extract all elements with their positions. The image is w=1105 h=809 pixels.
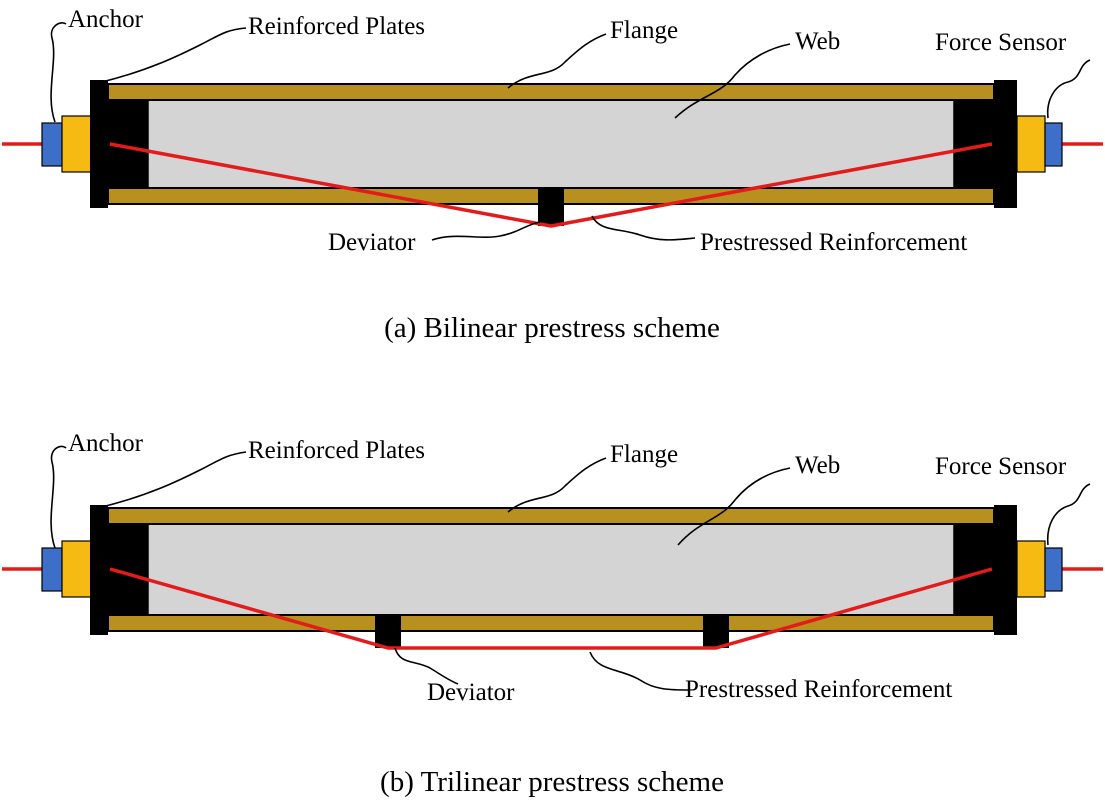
reinforced-plates-leader (101, 451, 247, 508)
prestressed-reinforcement-line (109, 567, 993, 650)
force-sensor-label: Force Sensor (935, 453, 1067, 480)
flange-label: Flange (610, 17, 678, 44)
right-end-plate (994, 505, 1017, 635)
anchor-icon (41, 122, 63, 167)
web-leader (677, 467, 791, 546)
deviator-leader (394, 647, 459, 685)
top-flange (107, 507, 995, 525)
web-label: Web (795, 452, 840, 479)
flange-leader (507, 457, 607, 513)
web-label: Web (795, 28, 840, 55)
anchor-block (61, 115, 93, 173)
bottom-flange (107, 614, 995, 632)
deviator-block-right (703, 615, 729, 648)
deviator-label: Deviator (427, 679, 515, 706)
bilinear-scheme: Anchor Reinforced Plates Flange Web Forc… (2, 6, 1103, 344)
web (147, 523, 955, 616)
force-sensor-icon (1016, 540, 1046, 598)
web-leader (674, 43, 791, 119)
force-sensor-icon (1016, 115, 1046, 173)
caption-bilinear: (a) Bilinear prestress scheme (384, 312, 720, 344)
reinforced-plates-leader (101, 27, 247, 83)
anchor-leader (50, 445, 67, 549)
deviator-block (538, 188, 564, 226)
anchor-label: Anchor (68, 6, 144, 33)
top-flange (107, 83, 995, 101)
prestressed-reinforcement-line (109, 142, 993, 228)
caption-trilinear: (b) Trilinear prestress scheme (380, 766, 724, 798)
left-end-plate (90, 80, 108, 208)
prestressed-reinforcement-label: Prestressed Reinforcement (700, 229, 967, 256)
left-end-plate (90, 505, 108, 635)
anchor-icon (41, 547, 63, 592)
anchor-leader (50, 22, 67, 123)
prestressed-reinforcement-label: Prestressed Reinforcement (685, 676, 952, 703)
prestressed-reinforcement-leader (591, 215, 696, 241)
deviator-block-left (375, 615, 401, 648)
prestressed-reinforcement-leader (589, 651, 691, 691)
force-sensor-cap (1044, 547, 1063, 592)
force-sensor-cap (1044, 122, 1063, 167)
flange-label: Flange (610, 441, 678, 468)
right-end-plate (994, 80, 1017, 208)
reinforced-plates-label: Reinforced Plates (248, 437, 425, 464)
force-sensor-leader (1046, 483, 1091, 546)
flange-leader (507, 33, 607, 89)
force-sensor-label: Force Sensor (935, 29, 1067, 56)
force-sensor-leader (1046, 59, 1091, 119)
anchor-block (61, 540, 93, 598)
deviator-label: Deviator (328, 229, 416, 256)
anchor-label: Anchor (68, 430, 144, 457)
trilinear-scheme: Anchor Reinforced Plates Flange Web Forc… (2, 430, 1103, 798)
reinforced-plates-label: Reinforced Plates (248, 13, 425, 40)
deviator-leader (431, 221, 541, 241)
